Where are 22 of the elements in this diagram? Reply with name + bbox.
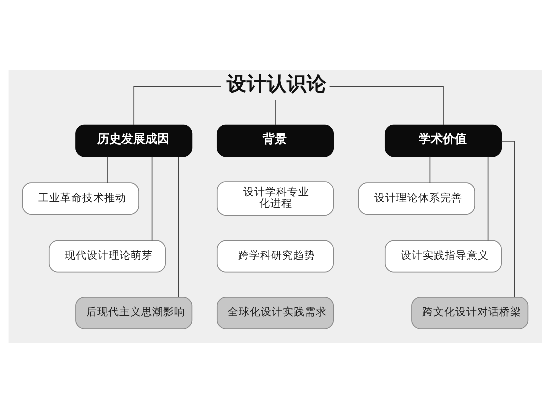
node-box: 背景 — [216, 124, 334, 157]
node-box: 设计理论体系完善 — [358, 182, 476, 214]
node-box: 设计实践指导意义 — [384, 240, 502, 272]
node-box: 历史发展成因 — [76, 124, 193, 157]
node-box: 跨学科研究趋势 — [216, 240, 334, 272]
connector — [152, 156, 153, 241]
node-box: 全球化设计实践需求 — [216, 296, 334, 329]
connector — [430, 156, 431, 183]
node-box: 后现代主义思潮影响 — [76, 296, 193, 329]
connector — [178, 156, 180, 298]
node-box: 工业革命技术推动 — [22, 182, 140, 214]
node-box: 现代设计理论萌芽 — [48, 240, 166, 272]
connector — [501, 140, 516, 298]
node-box: 跨文化设计对话桥梁 — [412, 296, 529, 329]
node-box: 设计学科专业化进程 — [216, 181, 334, 216]
connector — [275, 99, 276, 126]
node-box: 学术价值 — [384, 124, 502, 157]
connector — [107, 156, 108, 183]
node-text: 设计认识论 — [226, 72, 327, 96]
connector — [488, 156, 489, 241]
connector — [134, 86, 222, 125]
connector — [329, 86, 444, 125]
